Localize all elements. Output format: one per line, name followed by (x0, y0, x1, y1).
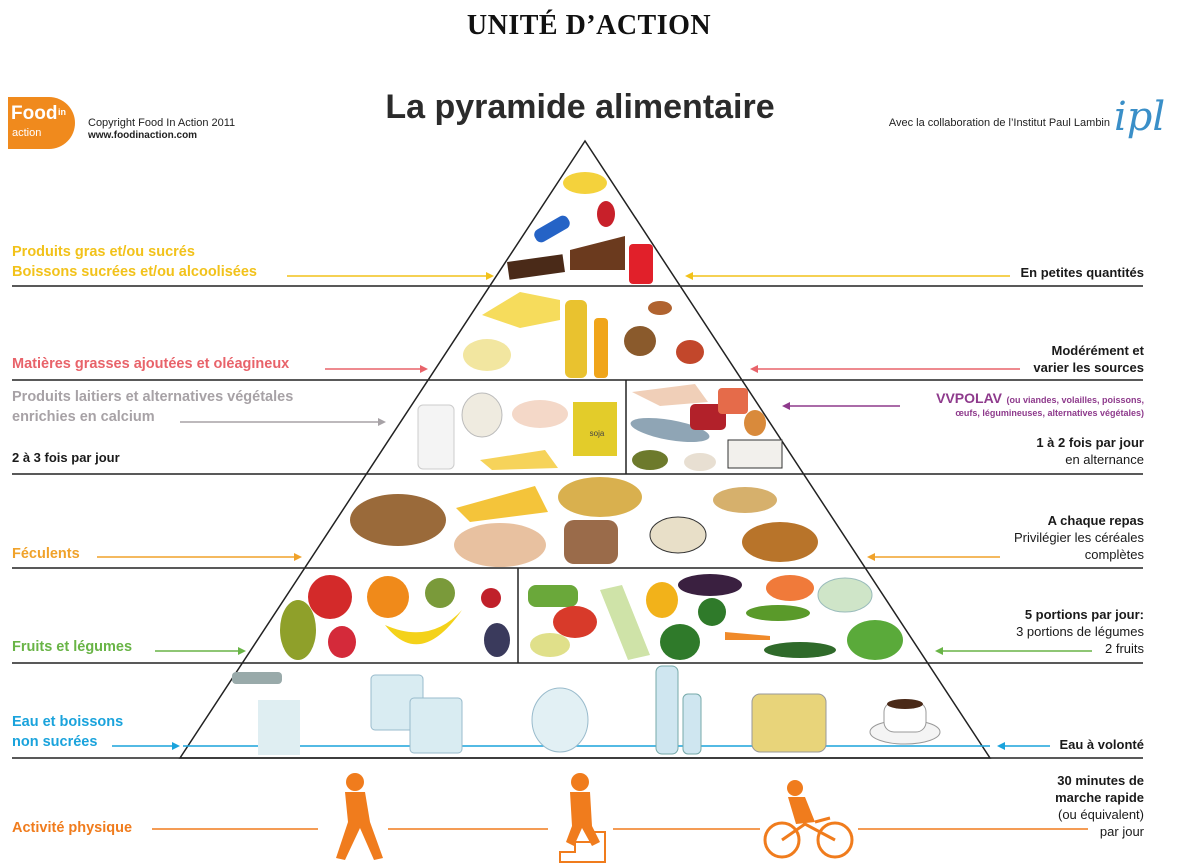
gummy-bear-illustration (597, 201, 615, 227)
carrots-grated-illustration (766, 575, 814, 601)
almond-illustration (648, 301, 672, 315)
label-fruitveg: Fruits et légumes (12, 639, 133, 655)
water-bottle-illustration (655, 665, 679, 755)
website-link: www.foodinaction.com (88, 130, 198, 141)
margarine-illustration (463, 339, 511, 371)
pyramid-outline (178, 139, 992, 759)
banana-illustration (385, 610, 462, 645)
bread-illustration (350, 494, 446, 546)
water-glass-illustration (409, 697, 463, 754)
pear-illustration (280, 600, 316, 660)
label-starch: Féculents (12, 546, 80, 562)
water-jug-illustration (531, 687, 589, 753)
tap-water-illustration (258, 700, 300, 755)
chocolate-illustration (507, 254, 565, 280)
fish-illustration (630, 417, 710, 443)
copyright-text: Copyright Food In Action 2011 (88, 117, 236, 129)
beans-illustration (684, 453, 716, 471)
apple-illustration (308, 575, 352, 619)
lentils-illustration (632, 450, 668, 470)
document-title: UNITÉ D’ACTION (466, 10, 712, 41)
food-in-action-logo: Food in action (8, 97, 75, 149)
currants-illustration (481, 588, 501, 608)
tea-glass-illustration (751, 693, 827, 753)
soda-can-illustration (629, 244, 653, 284)
dairy-frequency: 2 à 3 fois par jour (12, 450, 120, 465)
camembert-illustration (512, 400, 568, 428)
milk-glass-illustration (417, 404, 455, 470)
label-activity: Activité physique (12, 820, 133, 836)
soy-carton-text: soja (590, 429, 605, 438)
label-sweets: Produits gras et/ou sucrés Boissons sucr… (12, 244, 257, 280)
advice-sweets: En petites quantités (1020, 265, 1144, 280)
ipl-logo: ipl (1114, 94, 1166, 140)
coffee-illustration (887, 699, 923, 709)
cycling-person-icon (787, 780, 803, 796)
tofu-illustration (727, 439, 783, 469)
poster-title: La pyramide alimentaire (385, 88, 775, 126)
orange-illustration (367, 576, 409, 618)
lettuce-illustration (847, 620, 903, 660)
stairs-person-icon (571, 773, 589, 791)
candy-illustration (534, 215, 570, 243)
oil-bottle-illustration (565, 300, 587, 378)
cucumber-slices-illustration (528, 585, 578, 607)
tomatoes-illustration (553, 606, 597, 638)
water-bottle-small-illustration (682, 693, 702, 755)
cake-illustration (570, 236, 625, 270)
rice-cakes-illustration (564, 520, 618, 564)
walnut-illustration (624, 326, 656, 356)
carrot-illustration (725, 632, 770, 640)
soy-carton-illustration (573, 402, 617, 456)
pepper-illustration (646, 582, 678, 618)
walking-person-icon (346, 773, 364, 791)
spinach-illustration (698, 598, 726, 626)
butter-illustration (482, 292, 560, 328)
protein-detail-line1: (ou viandes, volailles, poissons, (1006, 395, 1144, 405)
cheese-illustration (480, 450, 558, 470)
label-protein: VVPOLAV (936, 390, 1002, 406)
advice-fruitveg: 5 portions par jour: 3 portions de légum… (1016, 607, 1144, 656)
advice-fats: Modérément et varier les sources (1033, 343, 1144, 375)
advice-water: Eau à volonté (1059, 737, 1144, 752)
protein-frequency: 1 à 2 fois par jour en alternance (1036, 435, 1144, 467)
label-fats: Matières grasses ajoutées et oléagineux (12, 356, 290, 372)
collaboration-text: Avec la collaboration de l’Institut Paul… (888, 117, 1110, 129)
advice-activity: 30 minutes de marche rapide (ou équivale… (1055, 773, 1144, 839)
kiwi-illustration (425, 578, 455, 608)
potatoes-illustration (558, 477, 642, 517)
cereal-illustration (742, 522, 818, 562)
chicken-illustration (632, 384, 708, 406)
plum-illustration (484, 623, 510, 657)
rice-bowl-illustration (649, 516, 707, 554)
strawberry-illustration (328, 626, 356, 658)
green-beans-illustration (746, 605, 810, 621)
yogurt-illustration (461, 392, 503, 438)
eggplant-illustration (678, 574, 742, 596)
broccoli-illustration (660, 624, 700, 660)
advice-starch: A chaque repas Privilégier les céréales … (1013, 513, 1144, 562)
tap-illustration (232, 672, 282, 684)
protein-label-block: VVPOLAV (ou viandes, volailles, poissons… (936, 390, 1144, 418)
endive-illustration (530, 633, 570, 657)
label-dairy: Produits laitiers et alternatives végéta… (12, 389, 294, 425)
oil-bottle-small-illustration (594, 318, 608, 378)
grains-illustration (713, 487, 777, 513)
chips-illustration (563, 172, 607, 194)
hazelnut-illustration (676, 340, 704, 364)
egg-illustration (744, 410, 766, 436)
pasta-illustration (456, 486, 548, 522)
soup-illustration (817, 577, 873, 613)
zucchini-illustration (764, 642, 836, 658)
copyright-block: Copyright Food In Action 2011 www.foodin… (88, 117, 235, 142)
leek-illustration (600, 585, 650, 660)
meat-illustration (690, 404, 726, 430)
label-water: Eau et boissons non sucrées (12, 714, 124, 750)
protein-detail-line2: œufs, légumineuses, alternatives végétal… (955, 408, 1144, 418)
bread-slices-illustration (454, 523, 546, 567)
salmon-illustration (718, 388, 748, 414)
